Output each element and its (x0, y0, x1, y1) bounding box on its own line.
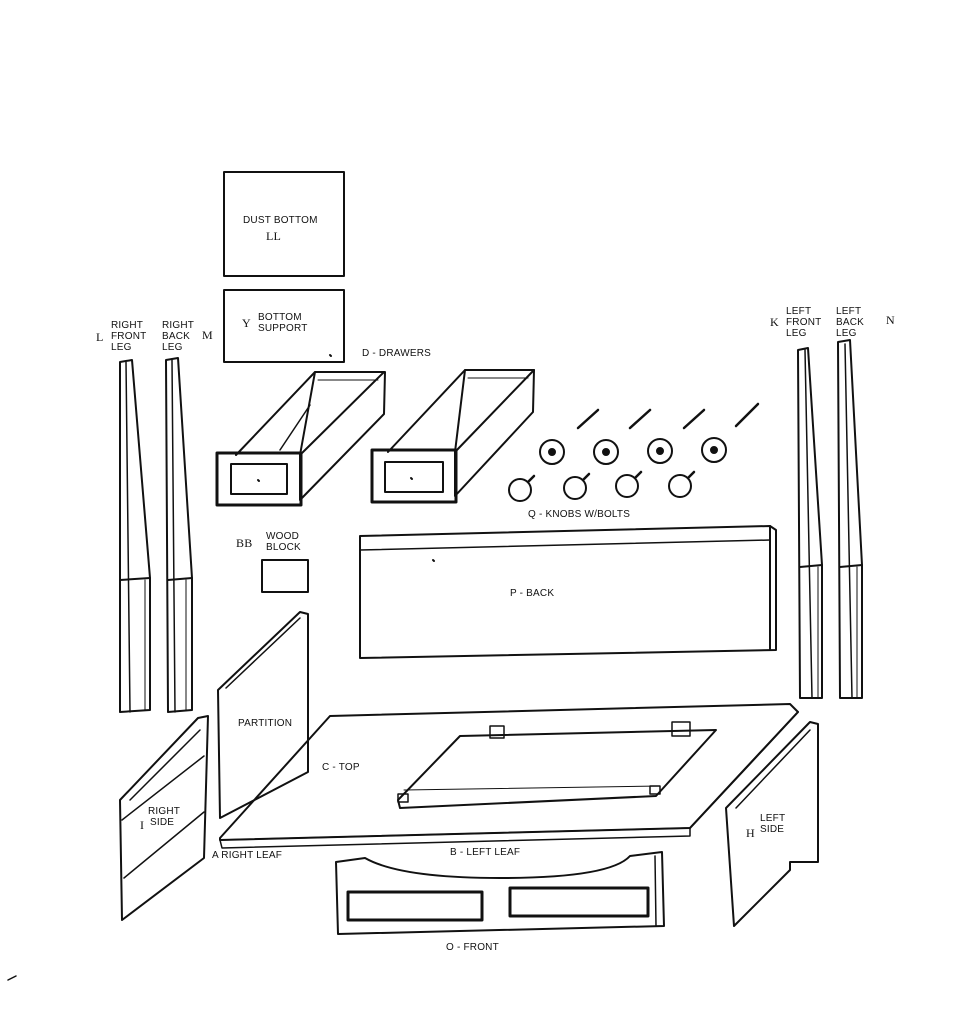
right-front-leg (119, 359, 151, 713)
label-back: P - BACK (510, 588, 555, 599)
knob-bolts (576, 402, 760, 430)
label-right-back-leg-code: M (202, 328, 213, 342)
wood-block (261, 559, 309, 593)
label-left-back-leg-2: BACK (836, 317, 865, 328)
label-right-side-l2: SIDE (150, 817, 175, 828)
label-left-front-leg-3: LEG (786, 328, 807, 339)
label-right-front-leg-code: L (96, 330, 104, 344)
label-left-back-leg-3: LEG (836, 328, 857, 339)
label-bottom-support-l2: SUPPORT (258, 323, 308, 334)
front-panel (335, 851, 665, 935)
label-bottom-support-l1: BOTTOM (258, 312, 302, 323)
label-right-leaf: A RIGHT LEAF (212, 850, 283, 861)
label-left-back-leg-1: LEFT (836, 306, 862, 317)
right-side-panel (119, 715, 209, 921)
label-right-side-l1: RIGHT (148, 806, 181, 817)
partition-panel (217, 611, 309, 819)
stray-mark (7, 975, 17, 981)
label-top: C - TOP (322, 762, 360, 773)
drawer-right (370, 369, 535, 504)
label-wood-block-l1: WOOD (266, 531, 300, 542)
label-dust-bottom-code: LL (266, 229, 282, 243)
label-bottom-support-code: Y (242, 316, 251, 330)
label-right-side-code: I (140, 818, 145, 832)
dust-bottom-panel (223, 171, 345, 277)
label-wood-block-l2: BLOCK (266, 542, 301, 553)
label-left-side-l2: SIDE (760, 824, 785, 835)
label-front: O - FRONT (446, 942, 499, 953)
label-left-front-leg-1: LEFT (786, 306, 812, 317)
left-back-leg (837, 339, 863, 699)
left-front-leg (797, 347, 823, 699)
left-side-panel (725, 721, 819, 927)
label-right-back-leg-2: BACK (162, 331, 191, 342)
label-dust-bottom: DUST BOTTOM (243, 215, 318, 226)
label-knobs: Q - KNOBS W/BOLTS (528, 509, 631, 520)
label-partition: PARTITION (238, 718, 293, 729)
label-right-front-leg-2: FRONT (111, 331, 147, 342)
label-right-front-leg-3: LEG (111, 342, 132, 353)
label-left-back-leg-code: N (886, 313, 895, 327)
label-left-front-leg-code: K (770, 315, 779, 329)
right-back-leg (165, 357, 193, 713)
label-left-side-l1: LEFT (760, 813, 786, 824)
label-right-front-leg-1: RIGHT (111, 320, 144, 331)
label-left-front-leg-2: FRONT (786, 317, 822, 328)
label-left-side-code: H (746, 826, 755, 840)
bottom-support-panel (223, 289, 345, 363)
label-wood-block-code: BB (236, 536, 253, 550)
knobs (508, 470, 696, 502)
label-left-leaf: B - LEFT LEAF (450, 847, 521, 858)
label-right-back-leg-3: LEG (162, 342, 183, 353)
label-right-back-leg-1: RIGHT (162, 320, 195, 331)
label-drawers: D - DRAWERS (362, 348, 432, 359)
knob-washers (539, 437, 727, 465)
back-panel (359, 525, 777, 659)
top-panel (219, 703, 799, 849)
drawer-left (215, 371, 386, 507)
